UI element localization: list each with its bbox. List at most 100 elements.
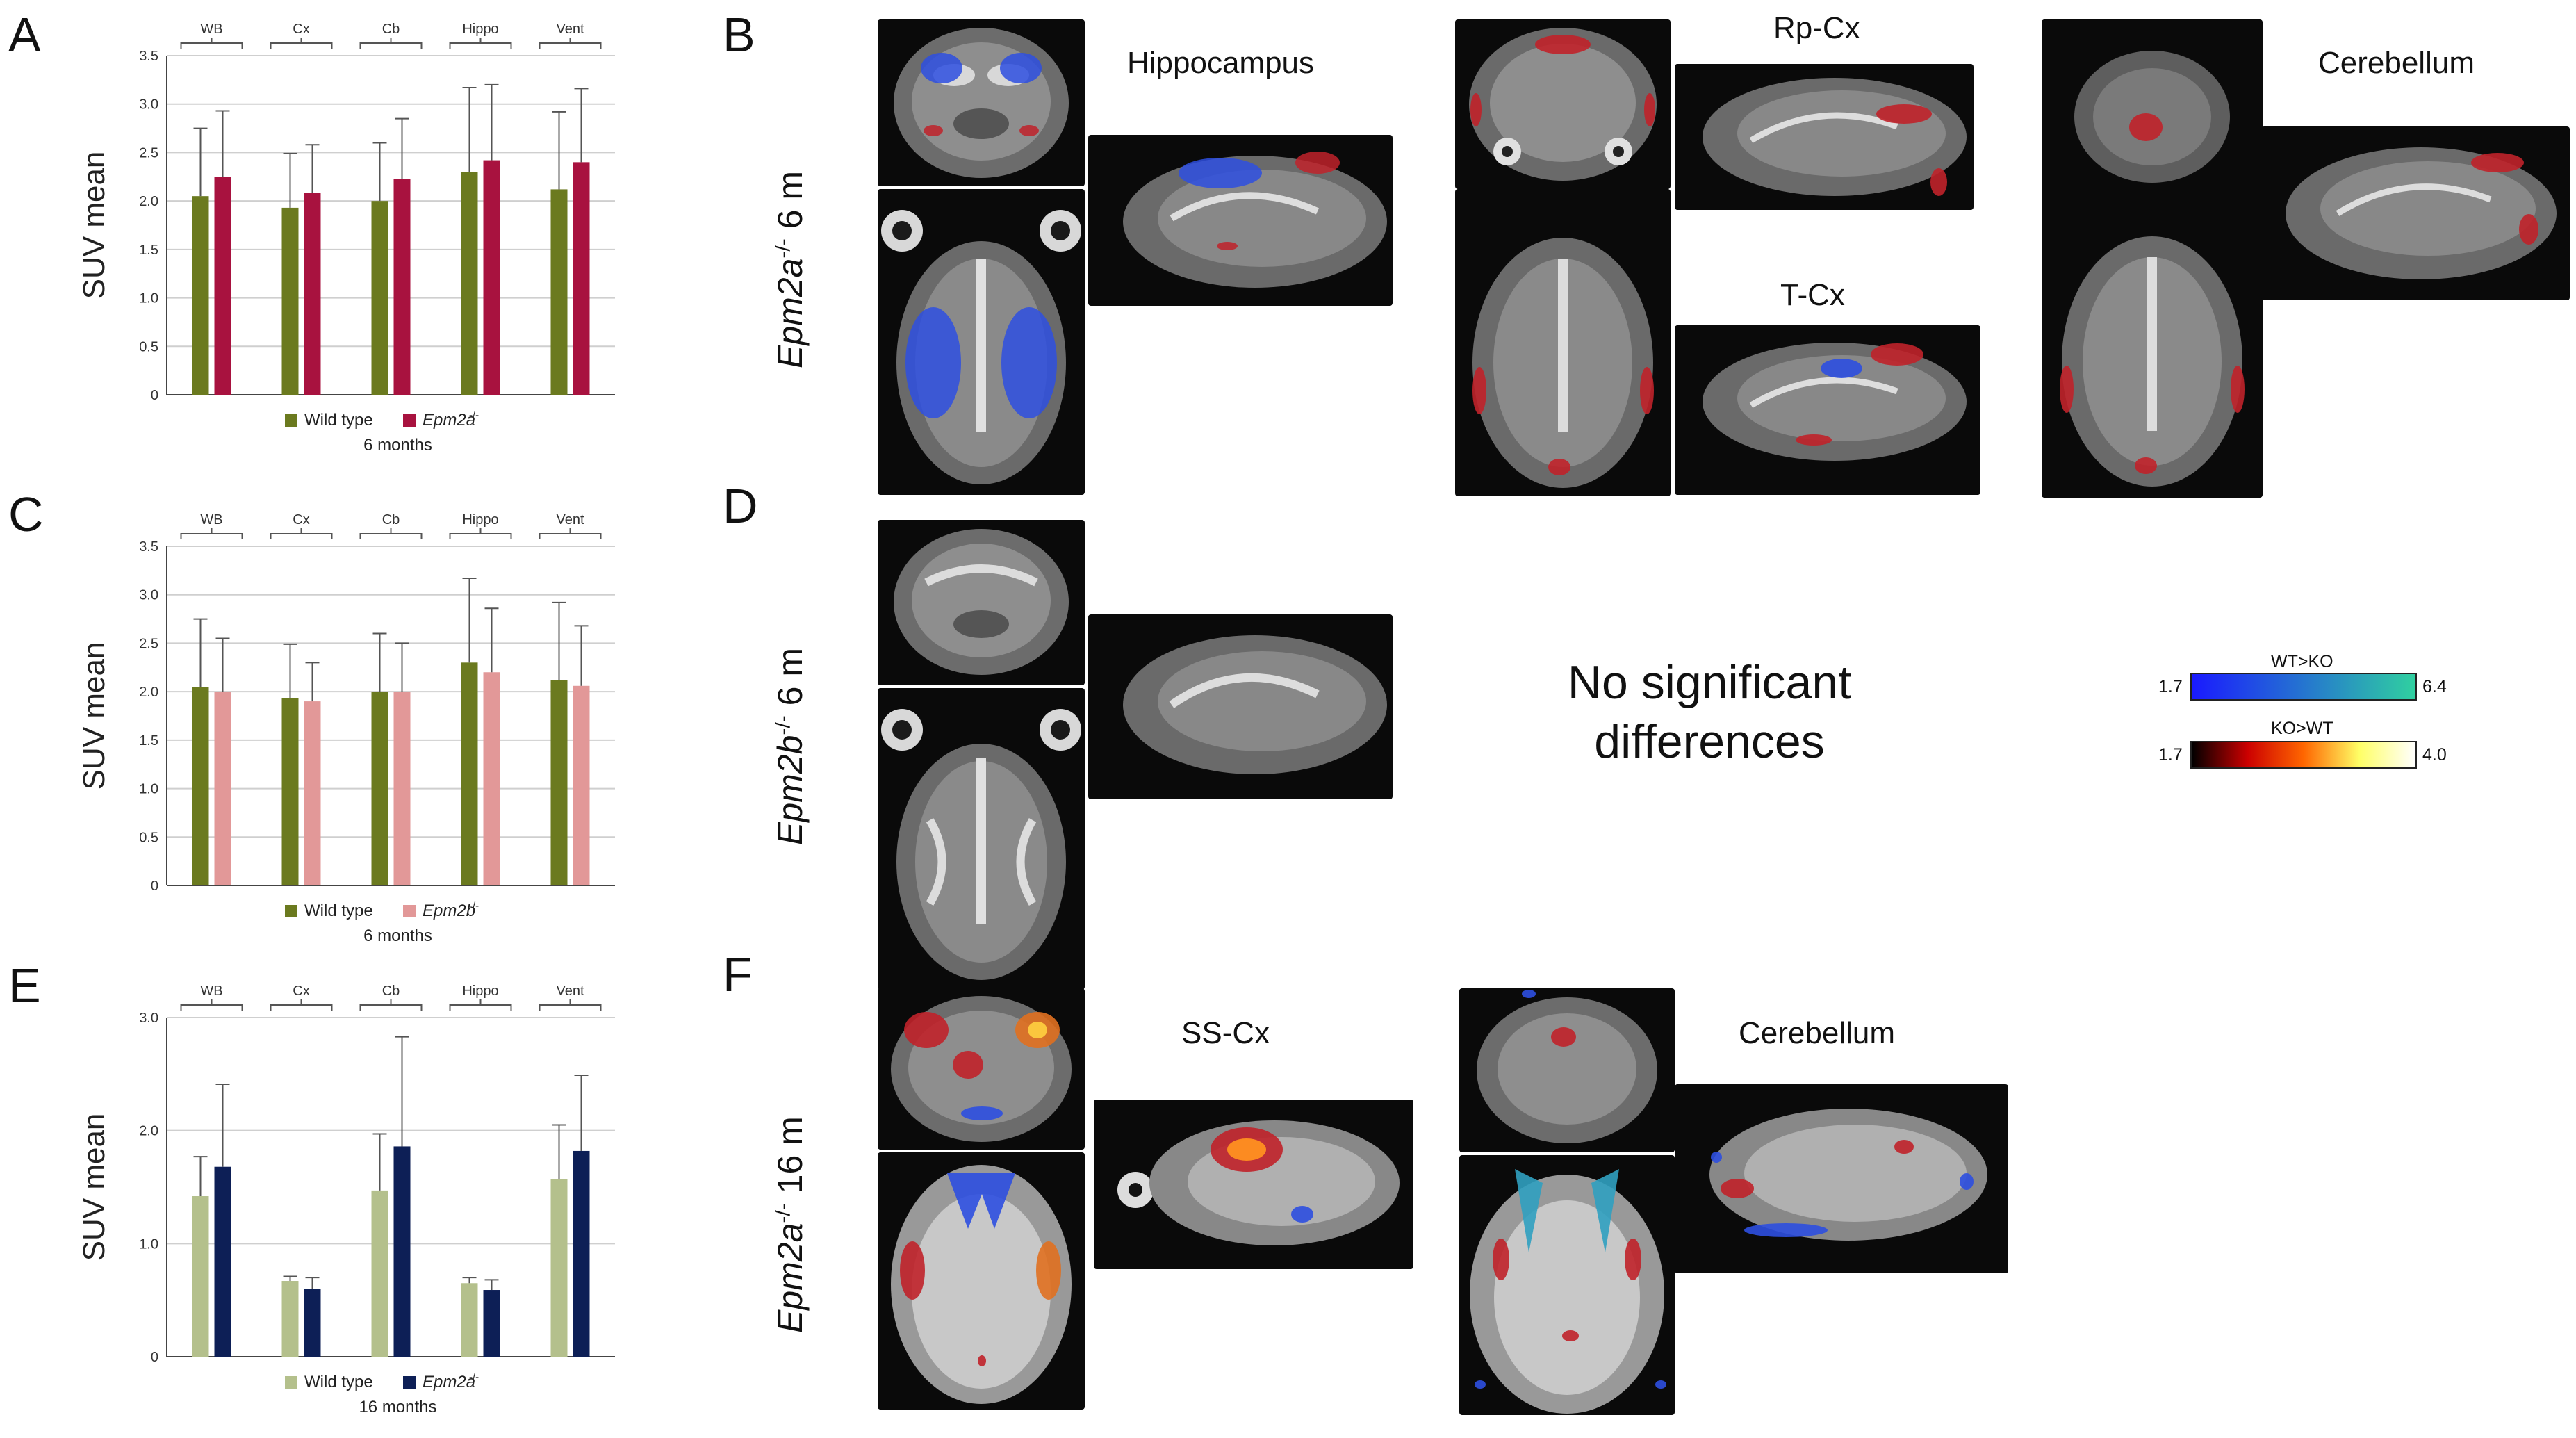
y-tick-label: 3.0 (139, 1011, 158, 1026)
mri-b-tcx-sagittal (1675, 325, 1980, 495)
region-label-t-cx: T-Cx (1780, 278, 1845, 312)
bar-hippo-0 (461, 662, 478, 885)
bar-hippo-0 (461, 1283, 478, 1357)
genotype-label-b-age: 6 m (771, 170, 810, 239)
category-label: WB (200, 22, 222, 37)
category-bracket (359, 528, 423, 539)
category-bracket (449, 528, 512, 539)
y-tick-label: 3.0 (139, 97, 158, 113)
mri-f-sscx-sagittal (1094, 1100, 1413, 1269)
chart-caption: 6 months (363, 436, 432, 455)
category-label: Hippo (462, 983, 498, 999)
ss-cx-axial-left-blob (900, 1241, 925, 1300)
bar-vent-1 (573, 685, 590, 885)
genotype-label-b-sup: -/- (771, 238, 795, 259)
bar-hippo-1 (483, 160, 500, 395)
category-label: Cb (382, 22, 400, 37)
genotype-label-f-sup: -/- (771, 1203, 795, 1223)
mri-d-axial (878, 688, 1085, 990)
colorbar-wt-ko-max: 6.4 (2422, 677, 2447, 696)
category-bracket (270, 999, 333, 1011)
bar-cb-1 (393, 1146, 411, 1357)
category-bracket (359, 38, 423, 49)
legend-swatch-1 (403, 414, 416, 427)
bar-wb-0 (192, 687, 209, 885)
genotype-label-b-gene: Epm2a (771, 258, 810, 368)
legend-swatch-1 (403, 1376, 416, 1389)
cerebellum-coronal-blob (2129, 113, 2163, 141)
colorbar-wt-ko (2190, 673, 2417, 701)
y-tick-label: 0.5 (139, 830, 158, 845)
y-tick-label: 2.0 (139, 685, 158, 700)
panel-letter-f: F (723, 947, 753, 1002)
category-bracket (449, 38, 512, 49)
panel-letter-c: C (8, 487, 44, 541)
genotype-label-f-age: 16 m (771, 1116, 810, 1204)
category-bracket (539, 38, 602, 49)
y-axis-label: SUV mean (77, 152, 111, 300)
bar-cx-1 (304, 193, 321, 395)
genotype-label-d-gene: Epm2b (771, 735, 810, 845)
category-label: Vent (556, 22, 584, 37)
no-significant-differences-text: No significant differences (1515, 653, 1904, 771)
mri-b-cx-coronal (1455, 19, 1671, 189)
category-bracket (359, 999, 423, 1011)
mri-b-hippo-coronal (878, 19, 1085, 186)
mri-b-cereb-axial (2042, 188, 2263, 498)
mri-f-cereb-coronal (1459, 988, 1675, 1152)
bar-cx-1 (304, 1289, 321, 1357)
panel-letter-b: B (723, 8, 755, 62)
legend-label-0: Wild type (304, 901, 373, 920)
mri-b-cereb-coronal (2042, 19, 2263, 190)
region-label-cerebellum-b: Cerebellum (2318, 46, 2475, 80)
bar-wb-1 (214, 177, 231, 395)
cerebellum-f-sagittal-blob (1721, 1179, 1754, 1198)
legend-swatch-0 (285, 414, 297, 427)
mri-f-sscx-axial (878, 1152, 1085, 1410)
y-tick-label: 2.5 (139, 145, 158, 161)
genotype-label-d-sup: -/- (771, 715, 795, 735)
category-label: Vent (556, 512, 584, 528)
category-label: WB (200, 512, 222, 528)
category-bracket (180, 528, 243, 539)
category-bracket (539, 528, 602, 539)
panel-letter-d: D (723, 479, 758, 533)
hippocampus-axial-left-blob (905, 307, 961, 418)
y-tick-label: 0 (151, 388, 158, 403)
bar-wb-0 (192, 1196, 209, 1357)
mri-f-cereb-sagittal (1675, 1084, 2008, 1273)
category-bracket (270, 38, 333, 49)
panel-letter-a: A (8, 8, 41, 62)
mri-b-hippo-axial (878, 189, 1085, 495)
panel-letter-e: E (8, 958, 41, 1013)
category-label: Cx (293, 983, 309, 999)
category-bracket (180, 38, 243, 49)
chart-caption: 16 months (359, 1398, 436, 1416)
y-tick-label: 0 (151, 879, 158, 894)
y-tick-label: 0.5 (139, 339, 158, 354)
y-tick-label: 1.0 (139, 1236, 158, 1252)
legend-label-0: Wild type (304, 1373, 373, 1391)
chart-caption: 6 months (363, 926, 432, 945)
category-label: Hippo (462, 22, 498, 37)
y-tick-label: 2.0 (139, 1124, 158, 1139)
mri-f-cereb-axial (1459, 1155, 1675, 1415)
y-tick-label: 1.5 (139, 733, 158, 749)
legend-label-1-sup: -/- (469, 409, 479, 421)
legend-label-1: Epm2a (423, 1373, 475, 1391)
hippocampus-right-blob (1000, 53, 1042, 83)
hippocampus-sagittal-blob (1179, 158, 1262, 188)
legend-label-1: Epm2b (423, 901, 475, 920)
t-cx-sagittal-red-blob (1871, 343, 1923, 366)
category-label: Hippo (462, 512, 498, 528)
no-diff-line-2: differences (1594, 715, 1825, 768)
y-tick-label: 2.5 (139, 636, 158, 651)
bar-cx-0 (281, 207, 299, 395)
y-tick-label: 1.5 (139, 243, 158, 258)
cerebellum-sagittal-blob (2471, 153, 2524, 172)
bar-hippo-0 (461, 172, 478, 395)
category-label: Cx (293, 512, 309, 528)
rp-cx-coronal-blob (1535, 35, 1591, 54)
category-label: Cx (293, 22, 309, 37)
